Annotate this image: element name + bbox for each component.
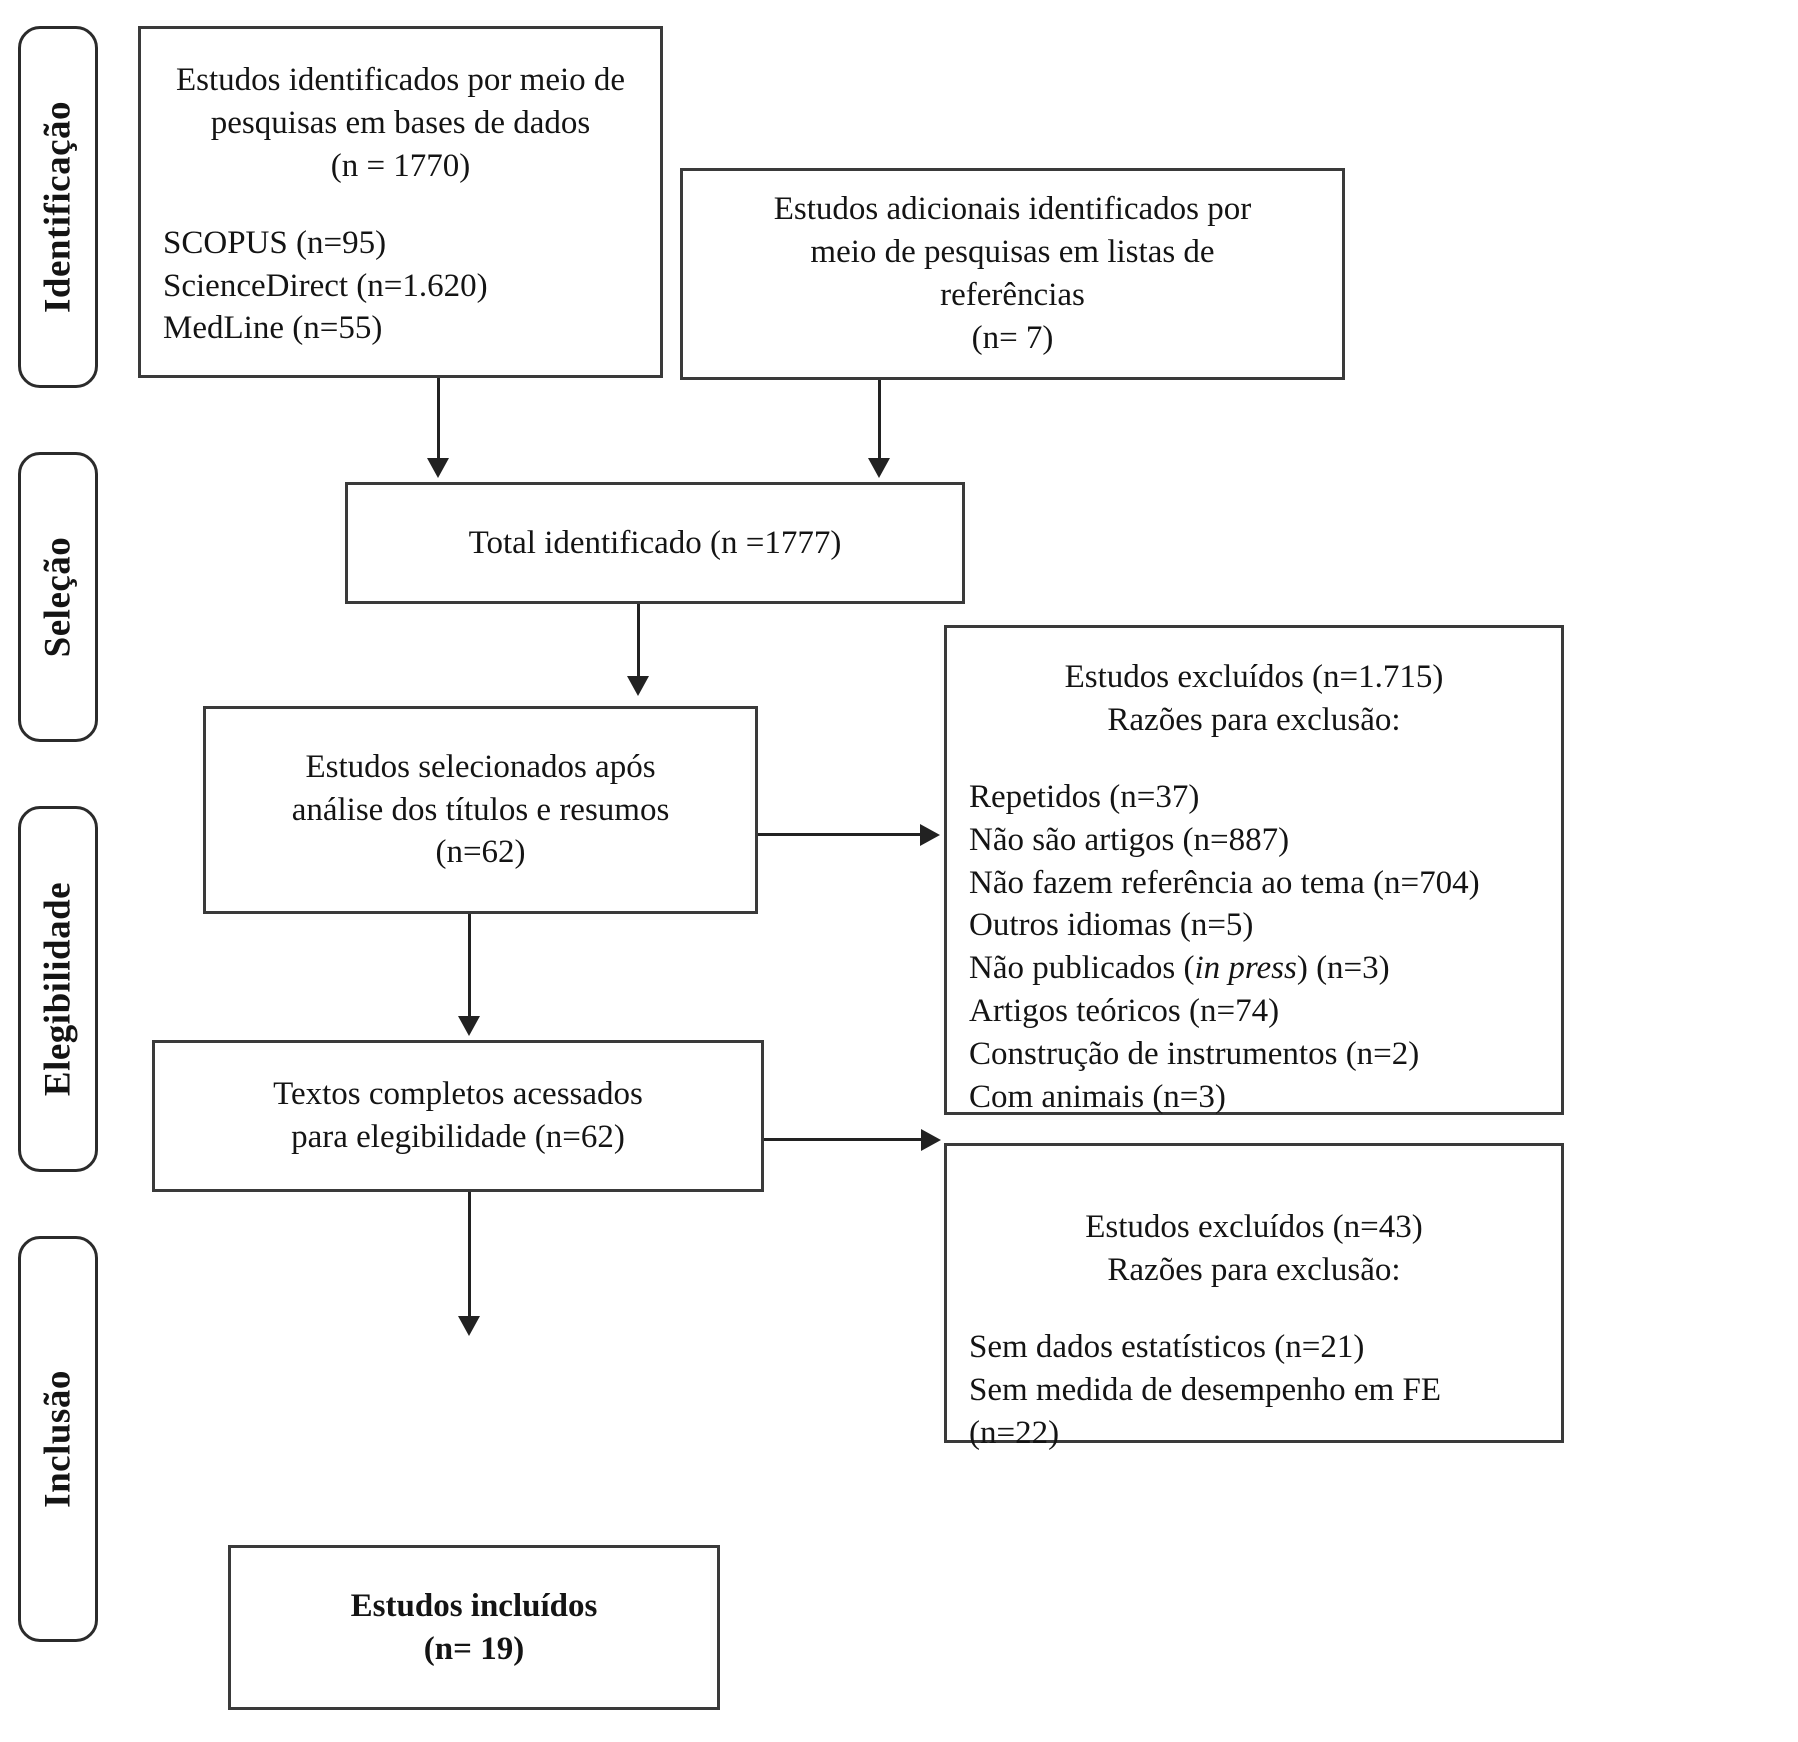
reason-text: Não publicados (: [969, 950, 1195, 987]
excluded-screening-reason: Não são artigos (n=887): [969, 819, 1539, 862]
databases-source-medline: MedLine (n=55): [163, 310, 383, 347]
fulltext-line2: para elegibilidade (n=62): [291, 1119, 625, 1155]
reason-text: Repetidos (n=37): [969, 778, 1200, 815]
databases-heading-line1: Estudos identificados por meio de: [175, 62, 626, 98]
stage-label-selecao: Seleção: [37, 536, 79, 658]
screened-line2: análise dos títulos e resumos: [291, 791, 670, 828]
connector-databases-to-total: [437, 378, 440, 462]
stage-label-identificacao: Identificação: [37, 100, 79, 314]
arrowhead-fulltext-to-included: [458, 1316, 480, 1336]
additional-line2: meio de pesquisas em listas de: [810, 234, 1215, 271]
box-total-identified: Total identificado (n =1777): [345, 482, 965, 604]
additional-line3: referências: [940, 277, 1085, 313]
included-line2: (n= 19): [423, 1630, 525, 1667]
arrowhead-fulltext-to-excluded: [921, 1129, 941, 1151]
screened-line1: Estudos selecionados após: [305, 748, 656, 785]
excluded-screening-heading-line1: Estudos excluídos (n=1.715): [1064, 659, 1444, 695]
box-additional-records: Estudos adicionais identificados por mei…: [680, 168, 1345, 380]
stage-pill-selecao: Seleção: [18, 452, 98, 742]
arrowhead-databases-to-total: [427, 458, 449, 478]
arrowhead-screened-to-excluded: [920, 824, 940, 846]
box-excluded-eligibility: Estudos excluídos (n=43) Razões para exc…: [944, 1143, 1564, 1451]
box-databases: Estudos identificados por meio de pesqui…: [138, 26, 663, 378]
screened-line3: (n=62): [435, 834, 526, 871]
reason-italic: in press: [1194, 950, 1297, 987]
reason-text: Não fazem referência ao tema (n=704): [969, 864, 1480, 901]
reason-text: Sem dados estatísticos (n=21): [969, 1328, 1365, 1365]
stage-pill-elegibilidade: Elegibilidade: [18, 806, 98, 1172]
box-excluded-screening: Estudos excluídos (n=1.715) Razões para …: [944, 625, 1564, 1115]
connector-additional-to-total: [878, 380, 881, 462]
databases-source-sciencedirect: ScienceDirect (n=1.620): [163, 267, 488, 304]
reason-suffix: ) (n=3): [1296, 950, 1390, 987]
arrowhead-additional-to-total: [868, 458, 890, 478]
fulltext-line1: Textos completos acessados: [273, 1076, 643, 1113]
additional-line1: Estudos adicionais identificados por: [773, 191, 1252, 228]
arrowhead-screened-to-fulltext: [458, 1016, 480, 1036]
excluded-eligibility-heading-line1: Estudos excluídos (n=43): [1085, 1209, 1423, 1245]
stage-label-elegibilidade: Elegibilidade: [37, 881, 79, 1097]
excluded-screening-reason: Não fazem referência ao tema (n=704): [969, 862, 1539, 905]
excluded-screening-reason: Construção de instrumentos (n=2): [969, 1033, 1539, 1076]
excluded-screening-reason: Repetidos (n=37): [969, 776, 1539, 819]
additional-line4: (n= 7): [971, 319, 1054, 356]
total-line1: Total identificado (n =1777): [468, 524, 842, 561]
reason-text: Não são artigos (n=887): [969, 821, 1290, 858]
connector-fulltext-to-excluded: [764, 1138, 924, 1141]
reason-text: Artigos teóricos (n=74): [969, 993, 1280, 1030]
excluded-eligibility-reason: Sem medida de desempenho em FE (n=22): [969, 1369, 1539, 1455]
connector-screened-to-excluded: [758, 833, 923, 836]
stage-pill-identificacao: Identificação: [18, 26, 98, 388]
arrowhead-total-to-screened: [627, 676, 649, 696]
connector-screened-to-fulltext: [468, 914, 471, 1020]
databases-source-scopus: SCOPUS (n=95): [163, 224, 387, 261]
reason-text: Com animais (n=3): [969, 1079, 1226, 1116]
reason-text: Outros idiomas (n=5): [969, 907, 1254, 944]
box-studies-included: Estudos incluídos (n= 19): [228, 1545, 720, 1710]
excluded-screening-reason: Não publicados (in press) (n=3): [969, 947, 1539, 990]
reason-text: Construção de instrumentos (n=2): [969, 1036, 1420, 1073]
databases-heading-line2: pesquisas em bases de dados: [210, 104, 591, 141]
box-studies-screened: Estudos selecionados após análise dos tí…: [203, 706, 758, 914]
connector-total-to-screened: [637, 604, 640, 680]
databases-heading-line3: (n = 1770): [330, 147, 471, 184]
excluded-screening-reason: Artigos teóricos (n=74): [969, 990, 1539, 1033]
box-fulltext-assessed: Textos completos acessados para elegibil…: [152, 1040, 764, 1192]
included-line1: Estudos incluídos: [350, 1587, 598, 1624]
stage-label-inclusao: Inclusão: [37, 1370, 79, 1508]
connector-fulltext-to-included: [468, 1192, 471, 1320]
reason-text: Sem medida de desempenho em FE (n=22): [969, 1371, 1441, 1451]
excluded-screening-reason: Outros idiomas (n=5): [969, 904, 1539, 947]
excluded-eligibility-heading-line2: Razões para exclusão:: [1107, 1251, 1401, 1288]
excluded-screening-heading-line2: Razões para exclusão:: [1107, 701, 1401, 738]
stage-pill-inclusao: Inclusão: [18, 1236, 98, 1642]
excluded-eligibility-reason: Sem dados estatísticos (n=21): [969, 1326, 1539, 1369]
excluded-screening-reason: Com animais (n=3): [969, 1076, 1539, 1119]
